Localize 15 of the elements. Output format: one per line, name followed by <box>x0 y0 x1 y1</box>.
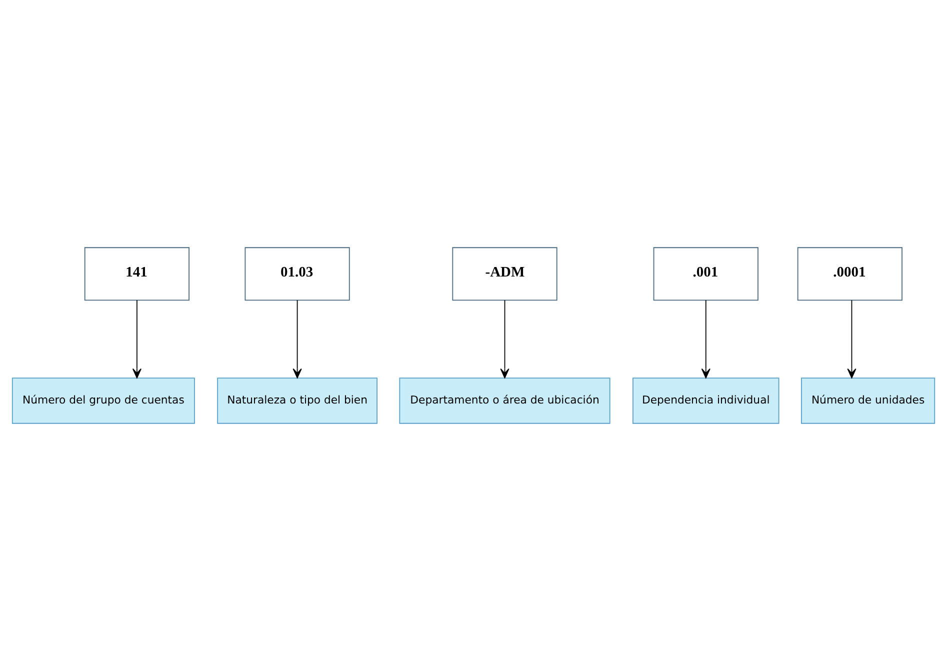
arrow <box>500 299 510 378</box>
node-box: Dependencia individual <box>632 377 780 424</box>
node-box: .001 <box>653 246 758 300</box>
node-box: 141 <box>84 246 190 300</box>
node-box: .0001 <box>797 246 902 300</box>
node-box: Número del grupo de cuentas <box>12 377 195 424</box>
node-box: Departamento o área de ubicación <box>399 377 610 424</box>
arrow <box>292 299 302 378</box>
arrow <box>701 299 710 378</box>
node-box: -ADM <box>452 246 558 300</box>
arrow <box>132 299 142 378</box>
arrow <box>847 299 856 378</box>
node-box: Número de unidades <box>801 377 936 424</box>
node-box: 01.03 <box>244 246 350 300</box>
node-box: Naturaleza o tipo del bien <box>217 377 378 424</box>
